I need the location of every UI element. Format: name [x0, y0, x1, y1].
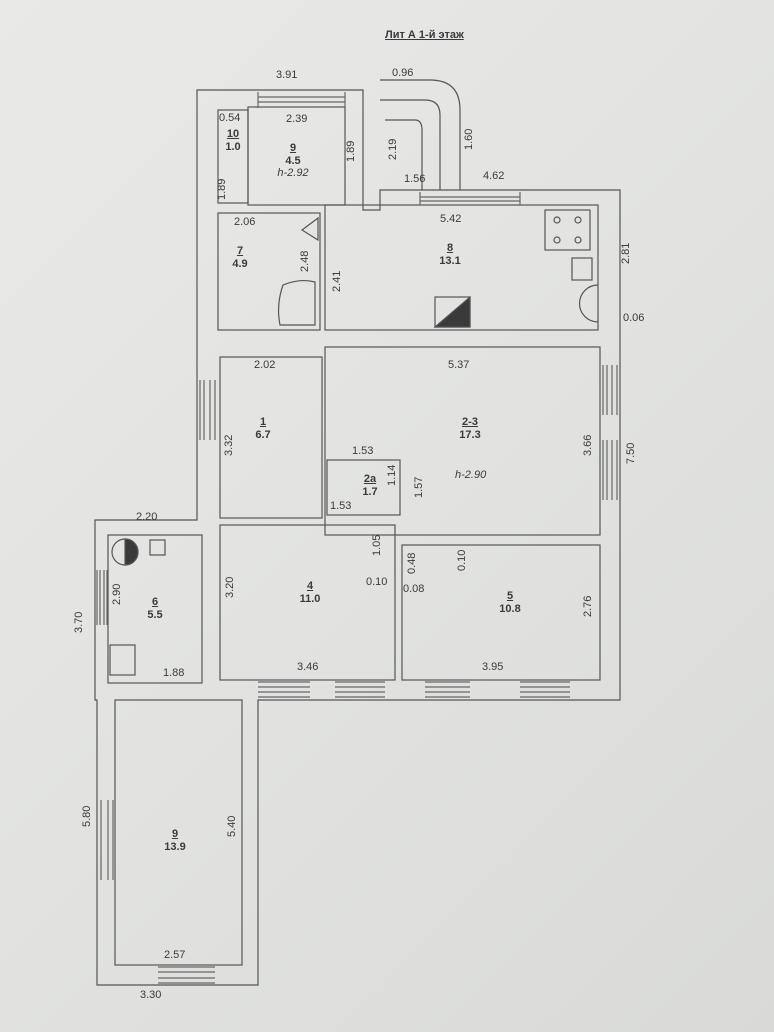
- outer-wall-main: [94, 89, 621, 986]
- dimension: 0.48: [406, 552, 418, 574]
- room-4-outline: [219, 524, 396, 681]
- stove-icon: [544, 209, 591, 251]
- room-number: 9: [289, 142, 297, 154]
- stove-small-icon: [109, 644, 136, 676]
- dimension: 2.48: [299, 250, 311, 272]
- fixtures: [109, 209, 599, 676]
- dimension: 2.39: [286, 113, 308, 125]
- room-area: 13.1: [439, 254, 461, 267]
- room-number: 8: [446, 242, 454, 254]
- dimension: 3.46: [297, 661, 319, 673]
- dimension: 1.53: [352, 445, 374, 457]
- room-area: 4.5: [285, 154, 301, 167]
- room-area: 1.7: [362, 485, 378, 498]
- dimension: 5.42: [440, 213, 462, 225]
- dimension: 2.81: [620, 242, 632, 264]
- room-area: 1.0: [225, 140, 241, 153]
- dimension: 0.10: [366, 576, 388, 588]
- dimension: 0.06: [623, 312, 645, 324]
- dimension: 1.14: [386, 464, 398, 486]
- windows: [96, 92, 618, 984]
- dimension: 2.06: [234, 216, 256, 228]
- dimension: 2.76: [582, 595, 594, 617]
- dimension: 0.96: [392, 67, 414, 79]
- dimension: 3.70: [73, 611, 85, 633]
- dimension: 3.91: [276, 69, 298, 81]
- room-number: 2-3: [462, 416, 478, 428]
- dimension: 1.53: [330, 500, 352, 512]
- dimension: 1.89: [345, 140, 357, 162]
- dimension: 1.57: [413, 476, 425, 498]
- dimension: 1.56: [404, 173, 426, 185]
- room-5-outline: [401, 544, 601, 681]
- dimension: 2.19: [387, 138, 399, 160]
- room-2-3-outline: [324, 346, 601, 536]
- dimension: 4.62: [483, 170, 505, 182]
- room-2a-outline: [326, 459, 401, 516]
- dimension: 2.02: [254, 359, 276, 371]
- dimension: 2.41: [331, 270, 343, 292]
- sink-icon: [571, 257, 593, 281]
- room-9-outline: [247, 106, 346, 206]
- room-number: 4: [306, 580, 314, 592]
- room-number: 9: [171, 828, 179, 840]
- dimension: 1.05: [371, 534, 383, 556]
- dimension: 1.60: [463, 128, 475, 150]
- dimension: 3.30: [140, 989, 162, 1001]
- bathtub-icon: [277, 279, 316, 326]
- dimension: 5.80: [81, 805, 93, 827]
- dimension: 3.66: [582, 434, 594, 456]
- room-area: 10.8: [499, 602, 521, 615]
- room-number: 6: [151, 596, 159, 608]
- room-area: 11.0: [299, 592, 321, 605]
- dimension: 2.20: [136, 511, 158, 523]
- room-area: 17.3: [459, 428, 481, 441]
- plan-title: Лит А 1-й этаж: [385, 29, 464, 41]
- dimension: 2.57: [164, 949, 186, 961]
- room-number: 10: [226, 128, 240, 140]
- dimension: 3.95: [482, 661, 504, 673]
- boiler-icon: [578, 284, 599, 323]
- room-2-3-height: h-2.90: [455, 469, 487, 481]
- room-area: 6.7: [255, 428, 271, 441]
- dimension: 5.40: [226, 815, 238, 837]
- room-area: 5.5: [147, 608, 163, 621]
- washbasin-icon: [300, 216, 319, 242]
- dimension: 1.88: [163, 667, 185, 679]
- dimension: 1.89: [216, 178, 228, 200]
- room-area: 13.9: [164, 840, 186, 853]
- dimension: 0.10: [456, 549, 468, 571]
- dimension: 2.90: [111, 583, 123, 605]
- room-number: 7: [236, 245, 244, 257]
- room-8-outline: [324, 204, 599, 331]
- dimension: 0.08: [403, 583, 425, 595]
- room-number: 2а: [363, 473, 377, 485]
- dimension: 3.20: [224, 576, 236, 598]
- dimension: 7.50: [625, 442, 637, 464]
- room-6-outline: [107, 534, 203, 684]
- room-1-outline: [219, 356, 323, 519]
- room-area: 4.9: [232, 257, 248, 270]
- room-7-outline: [217, 212, 321, 331]
- dimension: 0.54: [219, 112, 241, 124]
- room-9b-outline: [114, 699, 243, 966]
- room-height: h-2.92: [277, 167, 309, 180]
- room-number: 1: [259, 416, 267, 428]
- dimension: 5.37: [448, 359, 470, 371]
- room-number: 5: [506, 590, 514, 602]
- porch-wall: [380, 79, 461, 190]
- dimension: 3.32: [223, 434, 235, 456]
